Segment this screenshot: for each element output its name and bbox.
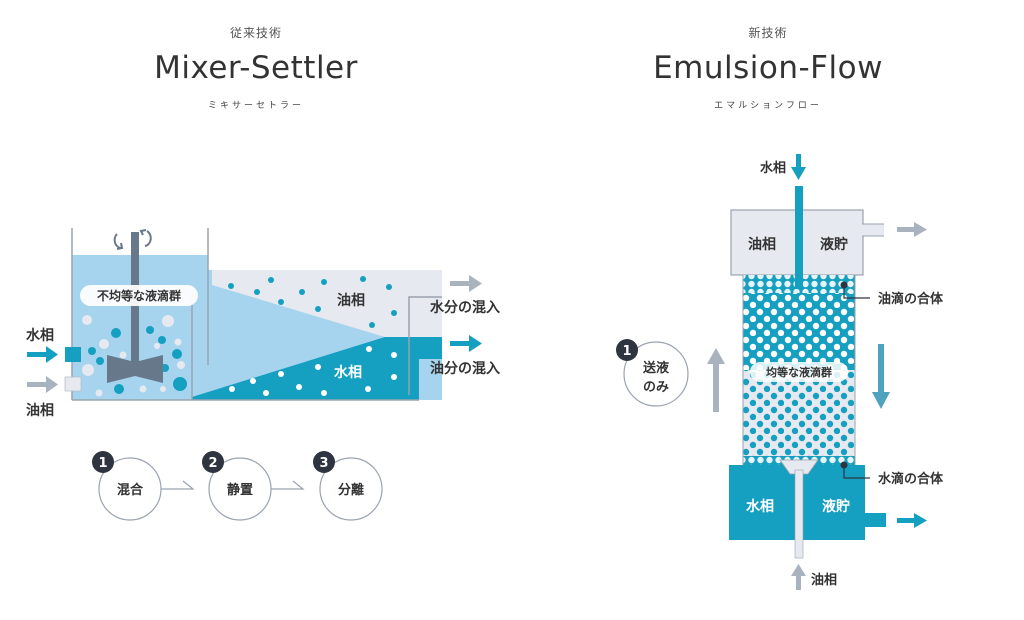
top-chamber-right-label: 液貯 xyxy=(820,236,848,253)
water-phase-droplets xyxy=(229,346,397,396)
oil-inlet-pipe xyxy=(794,469,804,559)
water-phase-label: 水相 xyxy=(334,364,362,381)
step-label: 静置 xyxy=(227,482,253,498)
outlet-oil-note: 水分の混入 xyxy=(430,299,500,316)
bottom-chamber-left-label: 水相 xyxy=(746,498,774,515)
step-label-line1: 送液 xyxy=(642,360,669,376)
oil-inlet-port xyxy=(64,376,82,392)
column-lower-oil-continuous xyxy=(743,370,855,462)
oil-phase-droplets xyxy=(228,276,397,328)
mixer-droplets xyxy=(82,315,187,397)
top-chamber-left-label: 油相 xyxy=(748,236,776,253)
kicker-conventional: 従来技術 xyxy=(229,26,282,40)
water-inlet-port xyxy=(65,347,81,362)
title-emulsion-flow: Emulsion-Flow xyxy=(653,50,883,86)
arrow-down-icon xyxy=(872,344,890,409)
mixer-settler-diagram: 油相 水相 不均等な液滴群 xyxy=(26,228,500,521)
oil-coalesce-label: 油滴の合体 xyxy=(878,291,944,307)
subtitle-mixer-settler: ミキサーセトラー xyxy=(207,101,304,111)
water-outlet-channel xyxy=(385,337,419,358)
oil-outlet-arrow-icon xyxy=(450,275,482,292)
oil-distributor xyxy=(779,459,819,475)
arrow-up-icon xyxy=(707,348,725,412)
impeller-icon xyxy=(107,355,163,383)
step-label-line2: のみ xyxy=(643,380,669,395)
step-number: 3 xyxy=(319,456,328,471)
bottom-outlet-pipe xyxy=(864,513,886,527)
oil-inlet-arrow-icon xyxy=(791,564,806,590)
inlet-water-label: 水相 xyxy=(26,327,54,344)
even-droplets-badge xyxy=(750,362,848,382)
settler-water-phase xyxy=(192,337,419,400)
oil-inlet-label: 油相 xyxy=(811,572,837,588)
outlet-divider xyxy=(408,296,442,395)
water-coalesce-leader xyxy=(843,465,870,479)
kicker-new: 新技術 xyxy=(748,26,788,40)
step-number: 1 xyxy=(622,344,631,359)
bottom-outlet-arrow-icon xyxy=(897,513,927,528)
step-arrow-icon xyxy=(271,480,305,490)
oil-inlet-arrow-icon xyxy=(27,376,58,393)
oil-phase-label: 油相 xyxy=(337,292,365,309)
even-droplets-label: 均等な液滴群 xyxy=(766,365,832,379)
top-outlet-pipe xyxy=(862,224,884,236)
process-steps: 1 混合 2 静置 3 分離 xyxy=(92,451,383,521)
step-label: 分離 xyxy=(338,482,364,498)
step-arrow-icon xyxy=(161,480,195,490)
step-number: 2 xyxy=(208,456,217,471)
step-mix: 1 混合 xyxy=(92,451,162,521)
uneven-droplets-badge xyxy=(80,285,198,306)
water-inlet-arrow-icon xyxy=(791,154,806,180)
oil-coalesce-leader xyxy=(843,285,870,299)
emulsion-flow-diagram: 油相 液貯 水相 均等な液滴群 水相 液貯 油相 xyxy=(616,154,944,590)
top-outlet-arrow-icon xyxy=(897,222,927,237)
bottom-chamber-right-label: 液貯 xyxy=(822,498,850,515)
inlet-oil-label: 油相 xyxy=(26,402,54,419)
settler-oil-phase xyxy=(212,270,442,337)
step-number: 1 xyxy=(98,456,107,471)
outlet-water-note: 油分の混入 xyxy=(430,360,500,377)
step-pumping-only: 1 送液 のみ xyxy=(616,339,689,407)
water-outlet-lip xyxy=(419,337,442,359)
title-mixer-settler: Mixer-Settler xyxy=(154,50,358,86)
step-settle: 2 静置 xyxy=(202,451,272,521)
water-outlet-arrow-icon xyxy=(450,335,482,352)
water-inlet-arrow-icon xyxy=(27,346,58,363)
step-separate: 3 分離 xyxy=(313,451,383,521)
uneven-droplets-label: 不均等な液滴群 xyxy=(97,288,181,303)
water-inlet-pipe xyxy=(795,186,803,289)
mixer-liquid xyxy=(72,255,208,400)
subtitle-emulsion-flow: エマルションフロー xyxy=(714,101,822,111)
rotate-icon xyxy=(113,229,152,250)
water-coalesce-label: 水滴の合体 xyxy=(878,471,944,487)
water-inlet-label: 水相 xyxy=(760,160,786,176)
step-label: 混合 xyxy=(117,482,144,498)
